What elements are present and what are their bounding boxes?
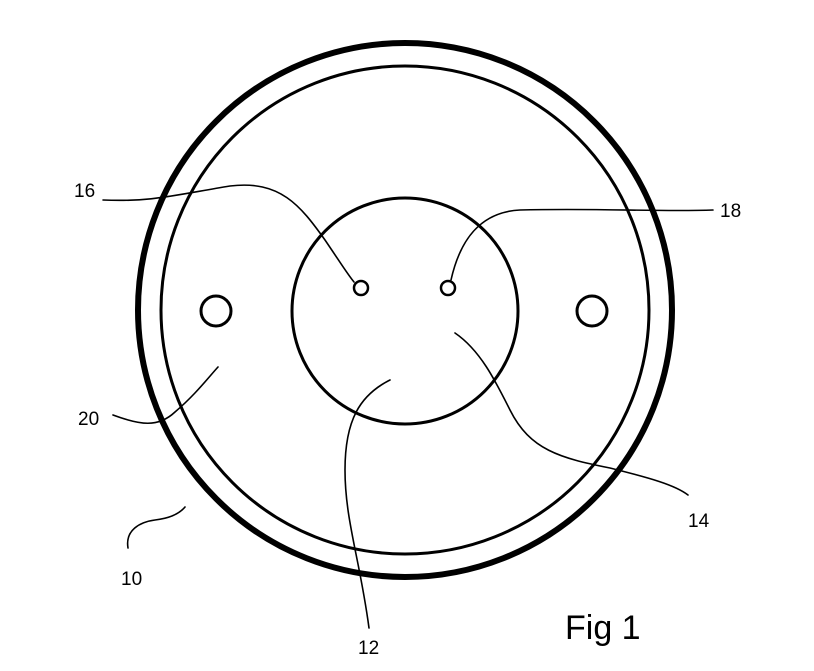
label-18: 18 (720, 201, 741, 222)
right-mounting-hole (575, 294, 609, 328)
leader-line-20 (112, 366, 219, 424)
leader-line-14 (454, 332, 689, 496)
leader-line-16 (102, 184, 355, 283)
leader-line-18 (450, 208, 714, 281)
inner-ring (159, 64, 651, 556)
small-hole-18 (439, 279, 457, 297)
label-16: 16 (74, 181, 95, 202)
label-14: 14 (688, 511, 710, 532)
central-disc (290, 196, 520, 426)
leader-line-10 (126, 506, 186, 549)
outer-ring (135, 40, 675, 580)
label-10: 10 (121, 569, 142, 590)
small-hole-16 (352, 279, 370, 297)
left-mounting-hole (199, 294, 233, 328)
label-12: 12 (358, 638, 379, 659)
figure-caption: Fig 1 (565, 609, 641, 647)
leader-line-12 (344, 379, 391, 629)
label-20: 20 (78, 409, 99, 430)
